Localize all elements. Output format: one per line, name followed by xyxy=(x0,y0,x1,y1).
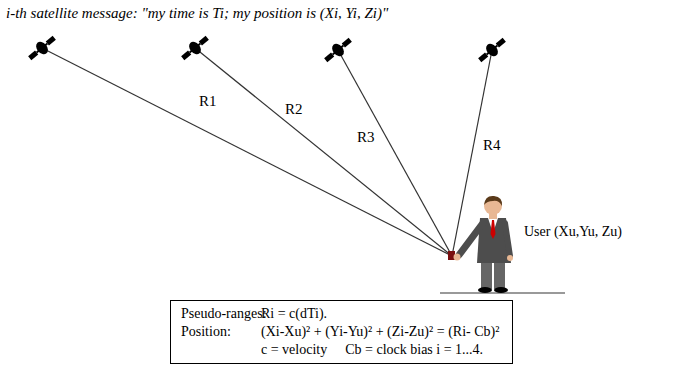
formula-box: Pseudo-ranges:Ri = c(dTi). Position: (Xi-X… xyxy=(170,300,513,364)
message-text: i-th satellite message: "my time is Ti; … xyxy=(6,4,388,22)
satellite-icon xyxy=(178,32,212,63)
range-lines xyxy=(42,48,492,256)
formula-text: (Xi-Xu)² + (Yi-Yu)² + (Zi-Zu)² = (Ri- Cb… xyxy=(261,323,499,341)
range-line xyxy=(338,50,452,256)
range-label: R4 xyxy=(482,136,502,154)
satellite-icon xyxy=(25,32,59,63)
formula-text: c = velocity xyxy=(261,341,327,359)
range-label: R1 xyxy=(198,92,218,110)
range-label: R3 xyxy=(356,128,376,146)
formula-text: Pseudo-ranges: xyxy=(181,305,267,323)
formula-text: Cb = clock bias i = 1...4. xyxy=(345,341,483,359)
satellite-icon xyxy=(475,34,509,65)
range-line xyxy=(195,48,452,256)
range-line xyxy=(42,48,452,256)
range-label: R2 xyxy=(284,100,304,118)
formula-text: Ri = c(dTi). xyxy=(261,305,327,323)
formula-text: Position: xyxy=(181,323,231,341)
satellite-icon xyxy=(321,34,355,65)
user-figure xyxy=(440,196,565,293)
user-label: User (Xu,Yu, Zu) xyxy=(524,224,622,241)
